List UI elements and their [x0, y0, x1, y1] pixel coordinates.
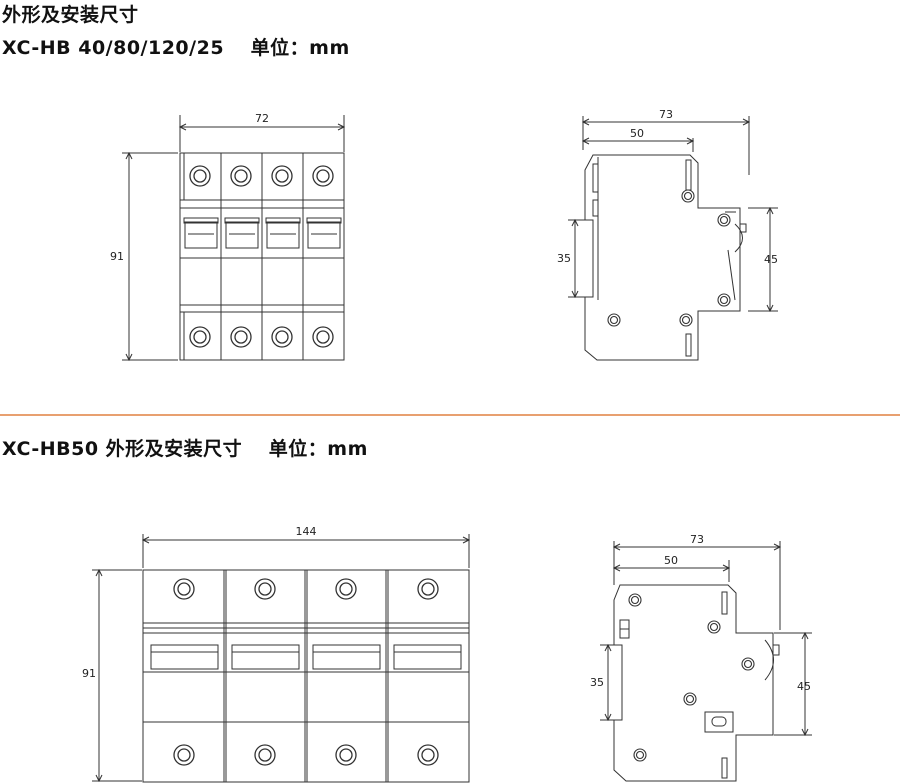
front2-width-label: 144	[296, 525, 317, 538]
side2-rail-label: 35	[590, 676, 604, 689]
side1-rail-label: 35	[557, 252, 571, 265]
section2-title: XC-HB50 外形及安装尺寸 单位：mm	[2, 438, 368, 460]
section1-title-line2: XC-HB 40/80/120/25 单位：mm	[2, 37, 350, 59]
side2-overall-label: 73	[690, 533, 704, 546]
front-view-1	[122, 115, 346, 362]
side-view-1	[568, 116, 778, 361]
side-view-2-holes	[628, 593, 755, 762]
front2-height-label: 91	[82, 667, 96, 680]
front1-width-label: 72	[255, 112, 269, 125]
side2-body-label: 50	[664, 554, 678, 567]
section1-title-line1: 外形及安装尺寸	[2, 4, 139, 26]
side1-overall-label: 73	[659, 108, 673, 121]
side1-body-label: 50	[630, 127, 644, 140]
section-separator	[0, 414, 900, 416]
front1-height-label: 91	[110, 250, 124, 263]
side-view-1-holes	[607, 189, 731, 327]
side-view-2	[600, 541, 812, 782]
side1-module-label: 45	[764, 253, 778, 266]
side2-module-label: 45	[797, 680, 811, 693]
front-view-2	[92, 534, 471, 783]
